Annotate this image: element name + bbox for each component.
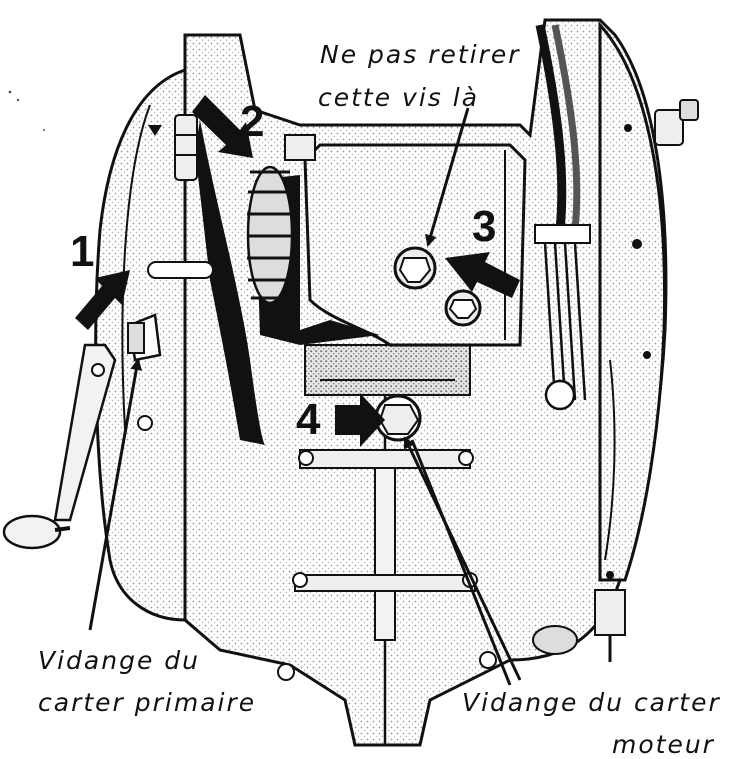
primary-drain-plug	[127, 313, 162, 362]
marker-1: 1	[70, 227, 95, 276]
annotation-top-line2: cette vis là	[318, 83, 480, 112]
leader-lines	[88, 107, 522, 686]
annotation-top-line1: Ne pas retirer	[320, 40, 521, 69]
kickstart-lever	[2, 343, 117, 550]
top-bolts	[137, 114, 316, 431]
engine-drain-plug	[374, 394, 422, 442]
annotation-primary-line1: Vidange du	[38, 646, 200, 675]
annotation-engine-line1: Vidange du carter	[462, 688, 721, 717]
marker-4: 4	[296, 395, 321, 444]
right-cover	[532, 21, 699, 662]
marker-2: 2	[240, 97, 265, 146]
marker-arrows	[75, 95, 520, 447]
sprocket	[246, 165, 294, 305]
marker-3: 3	[472, 202, 497, 251]
gearbox-bolts	[393, 246, 482, 327]
annotation-engine-line2: moteur	[612, 730, 715, 759]
annotation-primary-line2: carter primaire	[38, 688, 257, 717]
